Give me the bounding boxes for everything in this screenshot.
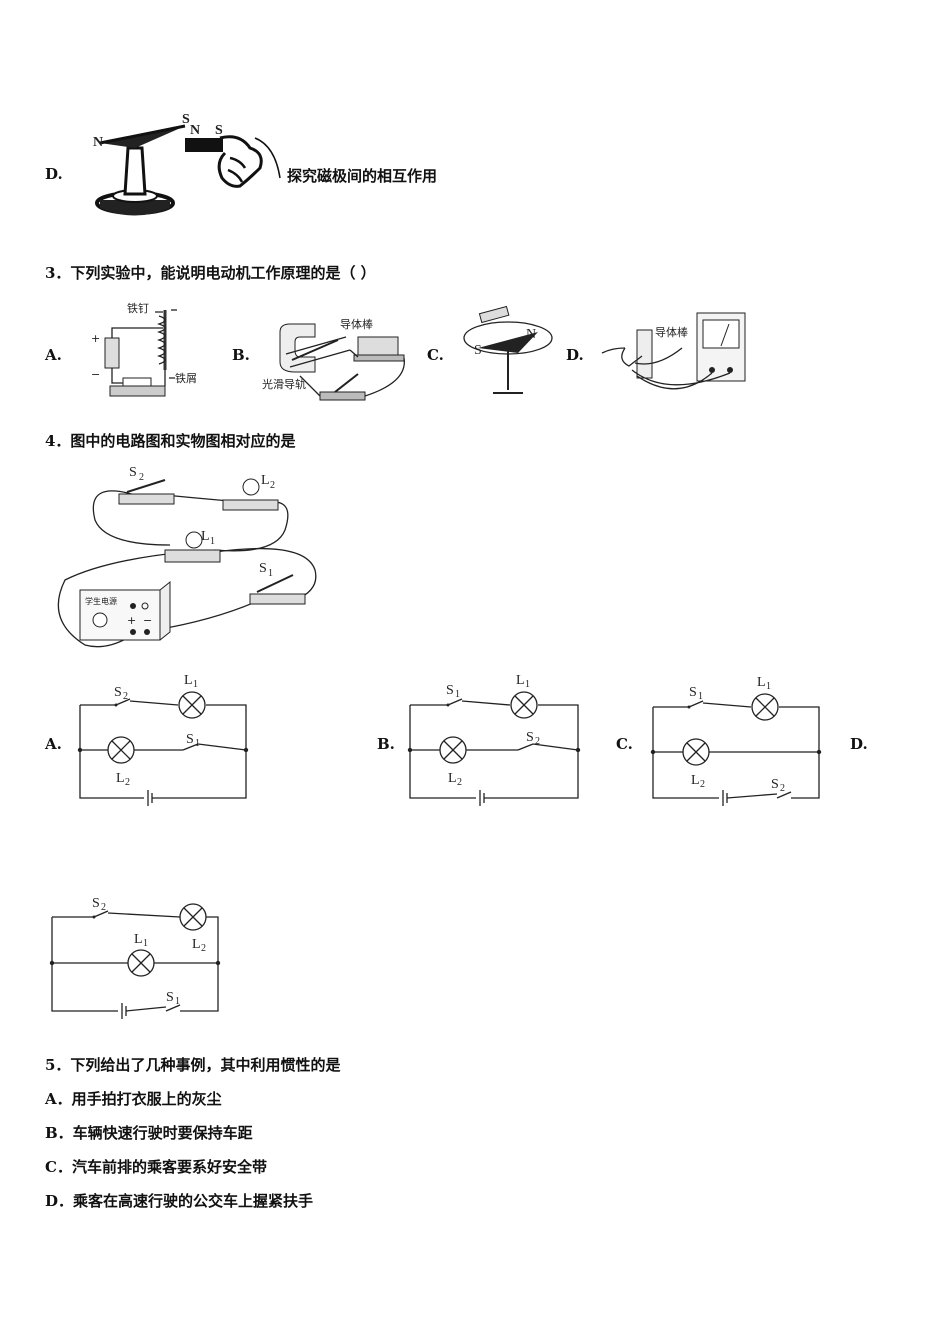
- q4-physical-circuit: S 2 L 2 L 1 S 1 学生电源 +−: [57, 465, 317, 648]
- q2-label-n2: N: [190, 123, 200, 138]
- q3-a-label-nail: 铁钉: [127, 302, 149, 315]
- q4-a-top-switch: S: [114, 685, 122, 700]
- svg-text:2: 2: [139, 472, 144, 483]
- q4-d-top-lamp: L: [192, 937, 201, 952]
- q4-c-bottom-switch-sub: 2: [780, 783, 785, 794]
- q4-a-mid-lamp: L: [116, 771, 125, 786]
- q2-label-s1: S: [182, 112, 190, 127]
- q4-b-top-switch-sub: 1: [455, 689, 460, 700]
- q5-option-d: D．乘客在高速行驶的公交车上握紧扶手: [45, 1192, 314, 1210]
- q4-a-mid-switch-sub: 1: [195, 738, 200, 749]
- q3-d-label-rod: 导体棒: [655, 325, 688, 339]
- q4-d-bottom-switch: S: [166, 990, 174, 1005]
- q4-option-c-letter: C.: [616, 735, 633, 753]
- q4-b-mid-switch: S: [526, 730, 534, 745]
- q4-a-mid-switch: S: [186, 732, 194, 747]
- q4-d-top-switch-sub: 2: [101, 902, 106, 913]
- q4-a-top-switch-sub: 2: [123, 691, 128, 702]
- svg-text:1: 1: [268, 568, 273, 579]
- q4-c-mid-lamp-sub: 2: [700, 779, 705, 790]
- q3-b-label-rails: 光滑导轨: [262, 377, 306, 391]
- q4-d-top-lamp-sub: 2: [201, 943, 206, 954]
- q4-d-mid-lamp-sub: 1: [143, 938, 148, 949]
- q3-option-b-figure: 导体棒 光滑导轨: [262, 317, 405, 401]
- svg-text:−: −: [91, 368, 100, 381]
- svg-text:+: +: [127, 614, 136, 627]
- q4-d-mid-lamp: L: [134, 932, 143, 947]
- q4-c-top-switch-sub: 1: [698, 691, 703, 702]
- q5-option-b: B．车辆快速行驶时要保持车距: [45, 1124, 253, 1142]
- q4-b-top-switch: S: [446, 683, 454, 698]
- q4-b-mid-lamp-sub: 2: [457, 777, 462, 788]
- q2-option-d-caption: 探究磁极间的相互作用: [287, 167, 438, 185]
- q3-c-label-n: N: [526, 327, 536, 342]
- q4-a-top-lamp-sub: 1: [193, 679, 198, 690]
- q4-d-top-switch: S: [92, 896, 100, 911]
- q4-option-a-letter: A.: [45, 735, 62, 753]
- q4-stem: 4．图中的电路图和实物图相对应的是: [45, 432, 296, 450]
- q4-b-top-lamp-sub: 1: [525, 679, 530, 690]
- svg-text:−: −: [143, 614, 152, 627]
- q3-option-c-figure: N S: [463, 305, 553, 394]
- q3-c-label-s: S: [474, 343, 482, 358]
- q4-d-bottom-switch-sub: 1: [175, 996, 180, 1007]
- q4-phys-s1-label: S: [259, 561, 267, 576]
- q4-phys-s2-label: S: [129, 465, 137, 480]
- q2-label-n1: N: [93, 135, 103, 150]
- q3-option-b-letter: B.: [232, 346, 250, 364]
- q4-c-top-lamp-sub: 1: [766, 681, 771, 692]
- svg-text:2: 2: [270, 480, 275, 491]
- q4-c-bottom-switch: S: [771, 777, 779, 792]
- svg-text:+: +: [91, 332, 100, 345]
- q4-a-top-lamp: L: [184, 673, 193, 688]
- q5-option-c: C．汽车前排的乘客要系好安全带: [45, 1158, 267, 1176]
- svg-text:1: 1: [210, 536, 215, 547]
- q3-a-label-filings: 铁屑: [175, 372, 197, 385]
- q4-c-top-lamp: L: [757, 675, 766, 690]
- q3-option-d-figure: 导体棒: [601, 312, 746, 390]
- q2-magnet-figure: N S N S: [93, 112, 281, 216]
- q4-b-top-lamp: L: [516, 673, 525, 688]
- q4-b-mid-lamp: L: [448, 771, 457, 786]
- q3-option-a-letter: A.: [45, 346, 62, 364]
- q4-c-mid-lamp: L: [691, 773, 700, 788]
- q4-b-mid-switch-sub: 2: [535, 736, 540, 747]
- q5-stem: 5．下列给出了几种事例，其中利用惯性的是: [45, 1056, 341, 1074]
- q4-option-b-letter: B.: [377, 735, 395, 753]
- q3-option-c-letter: C.: [427, 346, 444, 364]
- q4-c-top-switch: S: [689, 685, 697, 700]
- q4-phys-l2-label: L: [261, 473, 270, 488]
- q4-phys-l1-label: L: [201, 529, 210, 544]
- q3-stem: 3．下列实验中，能说明电动机工作原理的是（ ）: [45, 264, 376, 282]
- q5-option-a: A．用手拍打衣服上的灰尘: [45, 1090, 222, 1108]
- q3-option-d-letter: D.: [566, 346, 584, 364]
- q3-option-a-figure: + − 铁钉 铁屑: [91, 302, 197, 397]
- q4-power-label: 学生电源: [85, 596, 117, 606]
- q4-a-mid-lamp-sub: 2: [125, 777, 130, 788]
- q4-option-d-letter: D.: [850, 735, 868, 753]
- q2-label-s2: S: [215, 123, 223, 138]
- q3-b-label-rod: 导体棒: [340, 317, 373, 331]
- q2-option-d-letter: D.: [45, 165, 63, 183]
